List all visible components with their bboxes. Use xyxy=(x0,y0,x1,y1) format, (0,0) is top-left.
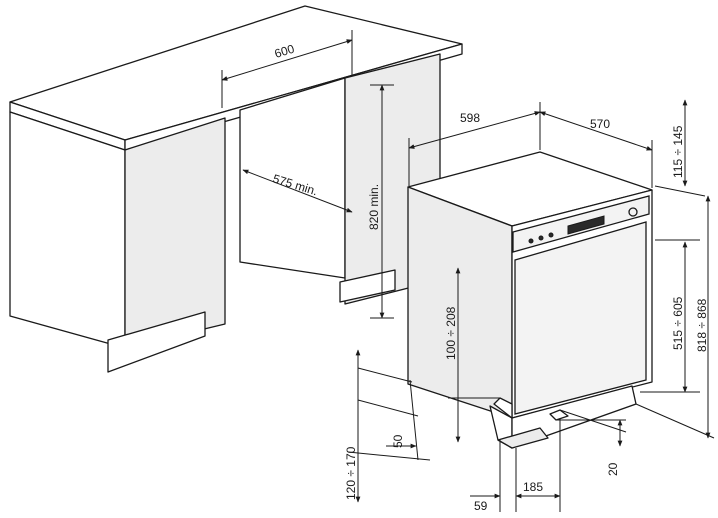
program-button xyxy=(528,238,534,244)
dimension-total-height: 818 ÷ 868 xyxy=(635,195,715,439)
label-counter-depth: 600 xyxy=(273,42,297,61)
label-unit-width: 598 xyxy=(460,111,480,125)
label-foot-left: 59 xyxy=(474,499,488,513)
foot-right xyxy=(549,409,569,421)
door-panel xyxy=(514,221,647,415)
dimension-door-height: 515 ÷ 605 xyxy=(640,239,700,393)
program-button xyxy=(548,232,554,238)
program-button xyxy=(538,235,544,241)
kitchen-cabinet xyxy=(9,5,463,373)
dimension-foot-left: 59 xyxy=(470,440,501,513)
label-cavity-height: 820 min. xyxy=(367,184,381,230)
dimension-plinth-range: 120 ÷ 170 xyxy=(344,349,431,503)
dimension-unit-depth: 570 xyxy=(539,111,653,188)
dimension-plinth-offset: 50 xyxy=(386,379,419,461)
label-plinth-range: 120 ÷ 170 xyxy=(344,446,358,500)
dimension-foot-height: 20 xyxy=(556,409,627,476)
label-top-adjust: 115 ÷ 145 xyxy=(671,125,685,178)
label-door-height: 515 ÷ 605 xyxy=(671,296,685,350)
dimension-top-adjust: 115 ÷ 145 xyxy=(654,99,706,197)
dimension-plinth-height: 100 ÷ 208 xyxy=(444,267,500,443)
dimension-foot-width: 185 xyxy=(515,418,561,512)
label-unit-depth: 570 xyxy=(590,117,610,131)
label-foot-height: 20 xyxy=(606,462,620,476)
dishwasher xyxy=(407,151,653,449)
label-plinth-offset: 50 xyxy=(391,434,405,448)
label-plinth-height: 100 ÷ 208 xyxy=(444,306,458,360)
display-window xyxy=(567,215,605,235)
power-knob xyxy=(628,207,638,217)
label-total-height: 818 ÷ 868 xyxy=(695,298,709,352)
dimension-cavity-height: 820 min. xyxy=(367,84,394,319)
foot-left xyxy=(493,397,513,419)
label-foot-width: 185 xyxy=(523,480,543,494)
dimension-counter-depth: 600 xyxy=(221,30,353,108)
